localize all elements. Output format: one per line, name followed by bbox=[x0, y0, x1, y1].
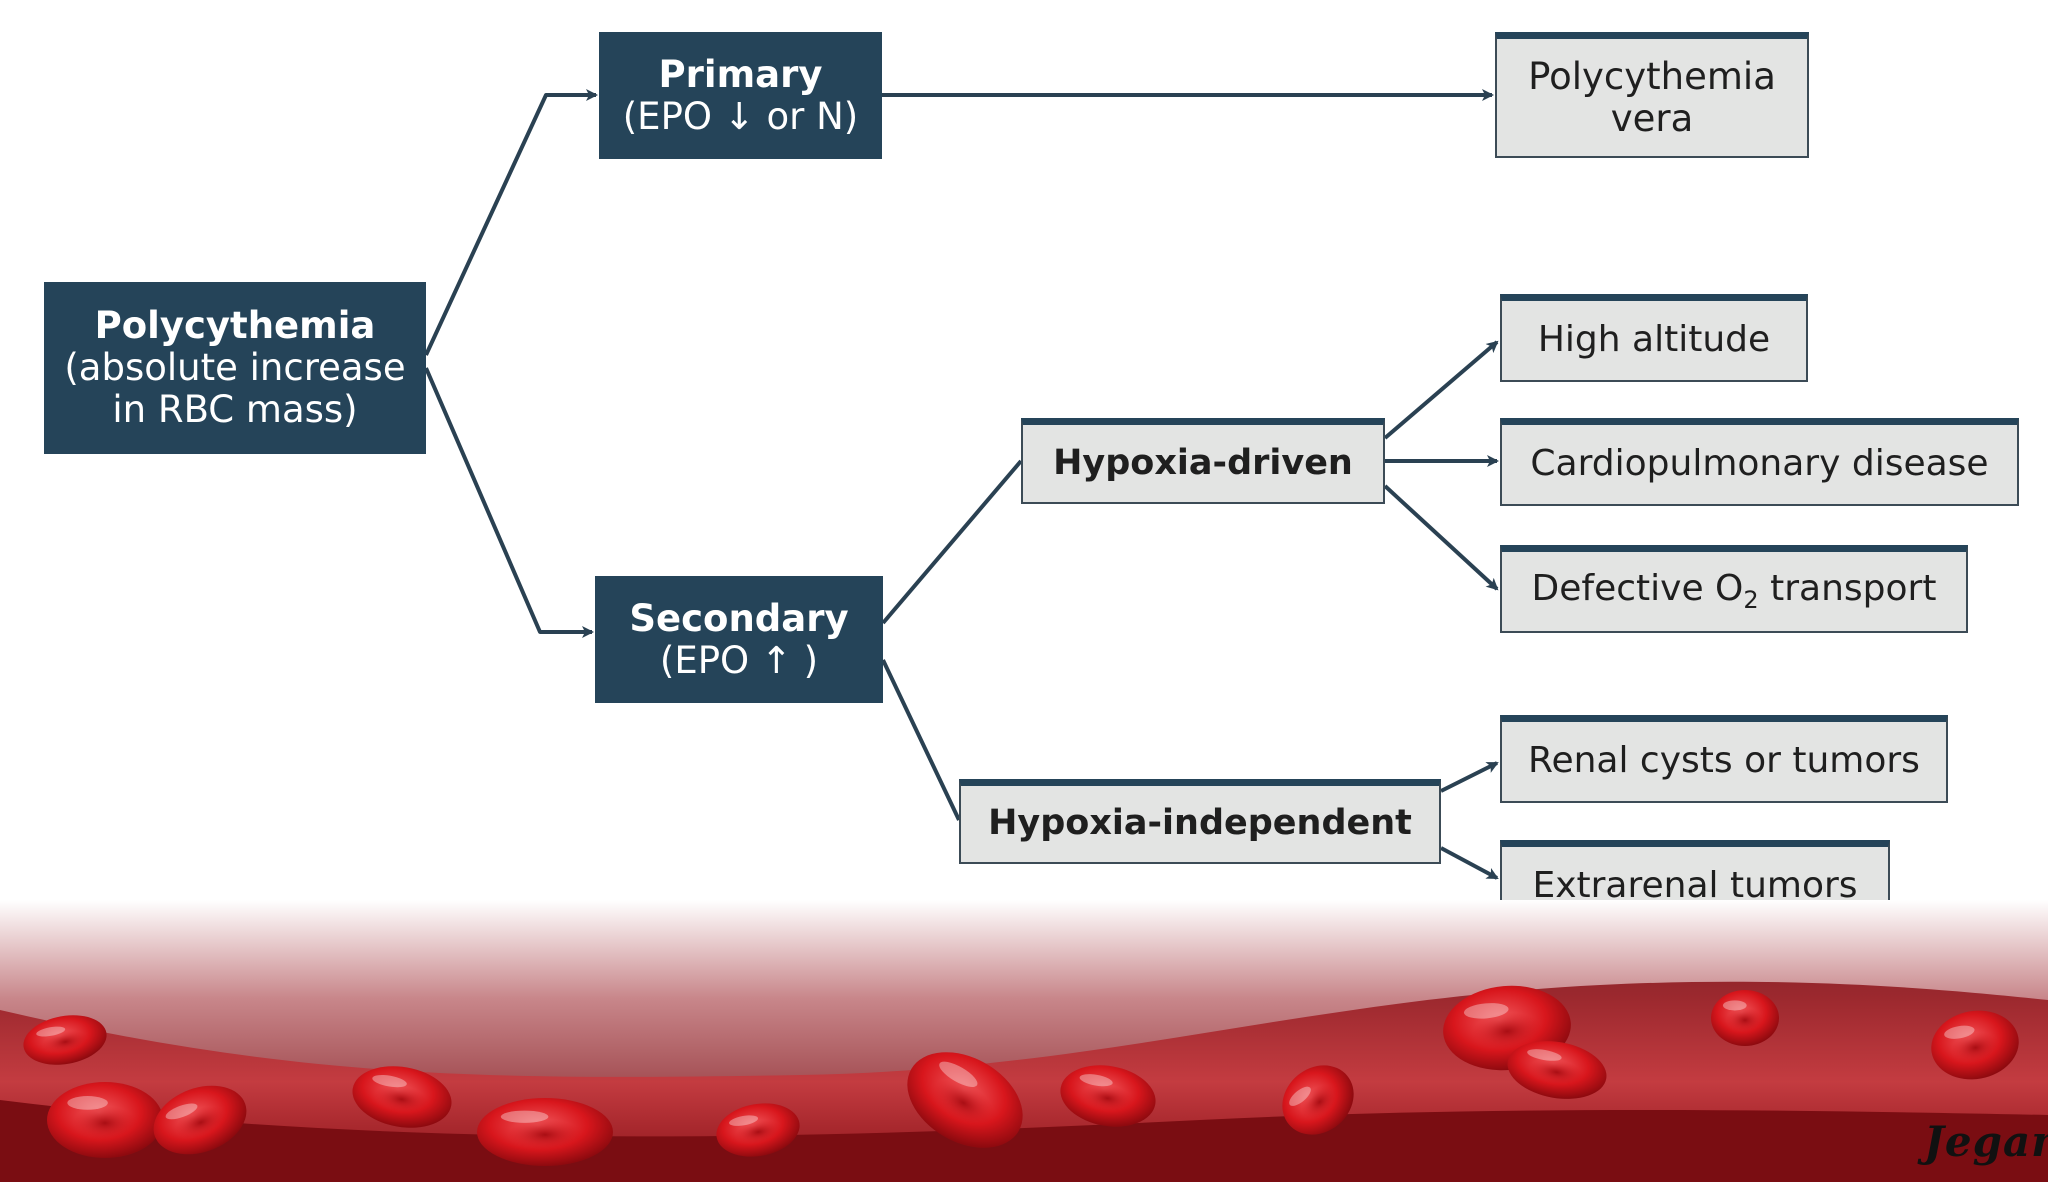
red-blood-cell bbox=[1931, 1010, 2019, 1080]
cardiopulmonary-disease-node: Cardiopulmonary disease bbox=[1500, 418, 2019, 506]
blood-vessel-illustration bbox=[0, 900, 2048, 1182]
primary-subtitle: (EPO ↓ or N) bbox=[622, 94, 859, 138]
polycythemia-vera-line2: vera bbox=[1610, 96, 1694, 140]
red-blood-cell bbox=[1060, 1065, 1156, 1127]
defective-o2-after: transport bbox=[1758, 567, 1937, 609]
renal-cysts-label: Renal cysts or tumors bbox=[1528, 740, 1920, 782]
red-blood-cell bbox=[1507, 1041, 1607, 1099]
polycythemia-definition-line1: (absolute increase bbox=[64, 346, 406, 390]
red-blood-cell bbox=[153, 1085, 247, 1155]
renal-cysts-node: Renal cysts or tumors bbox=[1500, 715, 1948, 803]
polycythemia-title: Polycythemia bbox=[94, 304, 376, 348]
cardiopulmonary-disease-label: Cardiopulmonary disease bbox=[1530, 443, 1989, 485]
hypoxia-driven-label: Hypoxia-driven bbox=[1053, 442, 1353, 483]
o2-subscript: 2 bbox=[1743, 586, 1759, 615]
high-altitude-label: High altitude bbox=[1537, 319, 1771, 361]
defective-o2-transport-label: Defective O2 transport bbox=[1531, 567, 1937, 615]
connector-poly-to-primary bbox=[424, 89, 598, 356]
secondary-title: Secondary bbox=[629, 596, 849, 640]
primary-title: Primary bbox=[658, 52, 823, 96]
secondary-node: Secondary (EPO ↑ ) bbox=[595, 576, 883, 703]
connector-hi-to-extrarenal bbox=[1440, 846, 1499, 880]
defective-o2-transport-node: Defective O2 transport bbox=[1500, 545, 1968, 633]
red-blood-cell bbox=[1282, 1065, 1354, 1135]
connector-hd-to-high-altitude bbox=[1383, 340, 1499, 440]
connector-secondary-to-hypoxia-driven bbox=[881, 459, 1023, 625]
secondary-subtitle: (EPO ↑ ) bbox=[659, 638, 819, 682]
connector-hi-to-renal bbox=[1440, 761, 1499, 793]
red-blood-cell bbox=[1711, 990, 1779, 1046]
hypoxia-independent-node: Hypoxia-independent bbox=[959, 779, 1441, 864]
polycythemia-vera-node: Polycythemia vera bbox=[1495, 32, 1809, 158]
connector-secondary-to-hypoxia-independent bbox=[881, 659, 961, 821]
extrarenal-tumors-label: Extrarenal tumors bbox=[1532, 865, 1858, 907]
red-blood-cell bbox=[47, 1082, 163, 1158]
polycythemia-vera-line1: Polycythemia bbox=[1528, 54, 1776, 98]
primary-node: Primary (EPO ↓ or N) bbox=[599, 32, 882, 159]
red-blood-cell bbox=[716, 1103, 800, 1157]
hypoxia-driven-node: Hypoxia-driven bbox=[1021, 418, 1385, 504]
polycythemia-node: Polycythemia (absolute increase in RBC m… bbox=[44, 282, 426, 454]
connector-poly-to-secondary bbox=[424, 367, 594, 638]
high-altitude-node: High altitude bbox=[1500, 294, 1808, 382]
polycythemia-definition-line2: in RBC mass) bbox=[112, 387, 358, 431]
signature: Jegan bbox=[1924, 1117, 2048, 1166]
red-blood-cell bbox=[477, 1098, 613, 1166]
connector-hd-to-defective-o2 bbox=[1383, 484, 1499, 591]
red-blood-cell bbox=[907, 1052, 1023, 1148]
red-blood-cell bbox=[352, 1066, 452, 1128]
hypoxia-independent-label: Hypoxia-independent bbox=[988, 803, 1412, 844]
red-blood-cell bbox=[23, 1015, 107, 1065]
defective-o2-before: Defective O bbox=[1531, 567, 1744, 609]
